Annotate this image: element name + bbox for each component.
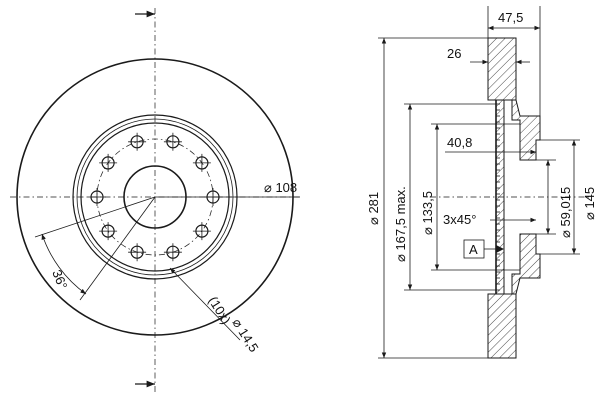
friction-ring-top-section — [487, 37, 517, 101]
thickness-label: 26 — [447, 46, 461, 61]
bolt-holes — [88, 132, 222, 262]
datum-triangle — [496, 245, 504, 253]
hat-top-section — [496, 99, 541, 161]
hat-diameter-label: ⌀ 133,5 — [420, 191, 435, 235]
braking-diameter-label: ⌀ 167,5 max. — [393, 186, 408, 262]
outer-diameter-label: ⌀ 281 — [366, 192, 381, 225]
overall-width-label: 47,5 — [498, 10, 523, 25]
friction-ring-bottom-section — [487, 293, 517, 359]
bolt-circle-label: ⌀ 108 — [264, 180, 297, 195]
vent-marks — [496, 103, 500, 291]
hub-diameter-label: ⌀ 145 — [582, 187, 597, 220]
hole-leader — [169, 267, 241, 341]
hole-diameter-label: ⌀ 14,5 — [229, 316, 261, 355]
holes-count-label: (10x) — [205, 294, 233, 327]
mounting-flange-section — [495, 99, 505, 295]
front-view: ⌀ 108 36° (10x) ⌀ 14,5 — [10, 8, 300, 392]
angle-label: 36° — [49, 268, 70, 292]
chamfer-label: 3x45° — [443, 212, 476, 227]
hat-bottom-section — [496, 233, 541, 295]
section-view: 47,5 26 ⌀ 281 ⌀ 167,5 max. ⌀ 133,5 40,8 … — [366, 6, 597, 359]
datum-label: A — [469, 242, 478, 257]
angle-arc — [41, 233, 87, 295]
angle-ref-line-2 — [79, 196, 156, 301]
center-bore-label: ⌀ 59,015 — [558, 187, 573, 238]
hat-height-label: 40,8 — [447, 135, 472, 150]
angle-ref-line-1 — [34, 196, 156, 238]
